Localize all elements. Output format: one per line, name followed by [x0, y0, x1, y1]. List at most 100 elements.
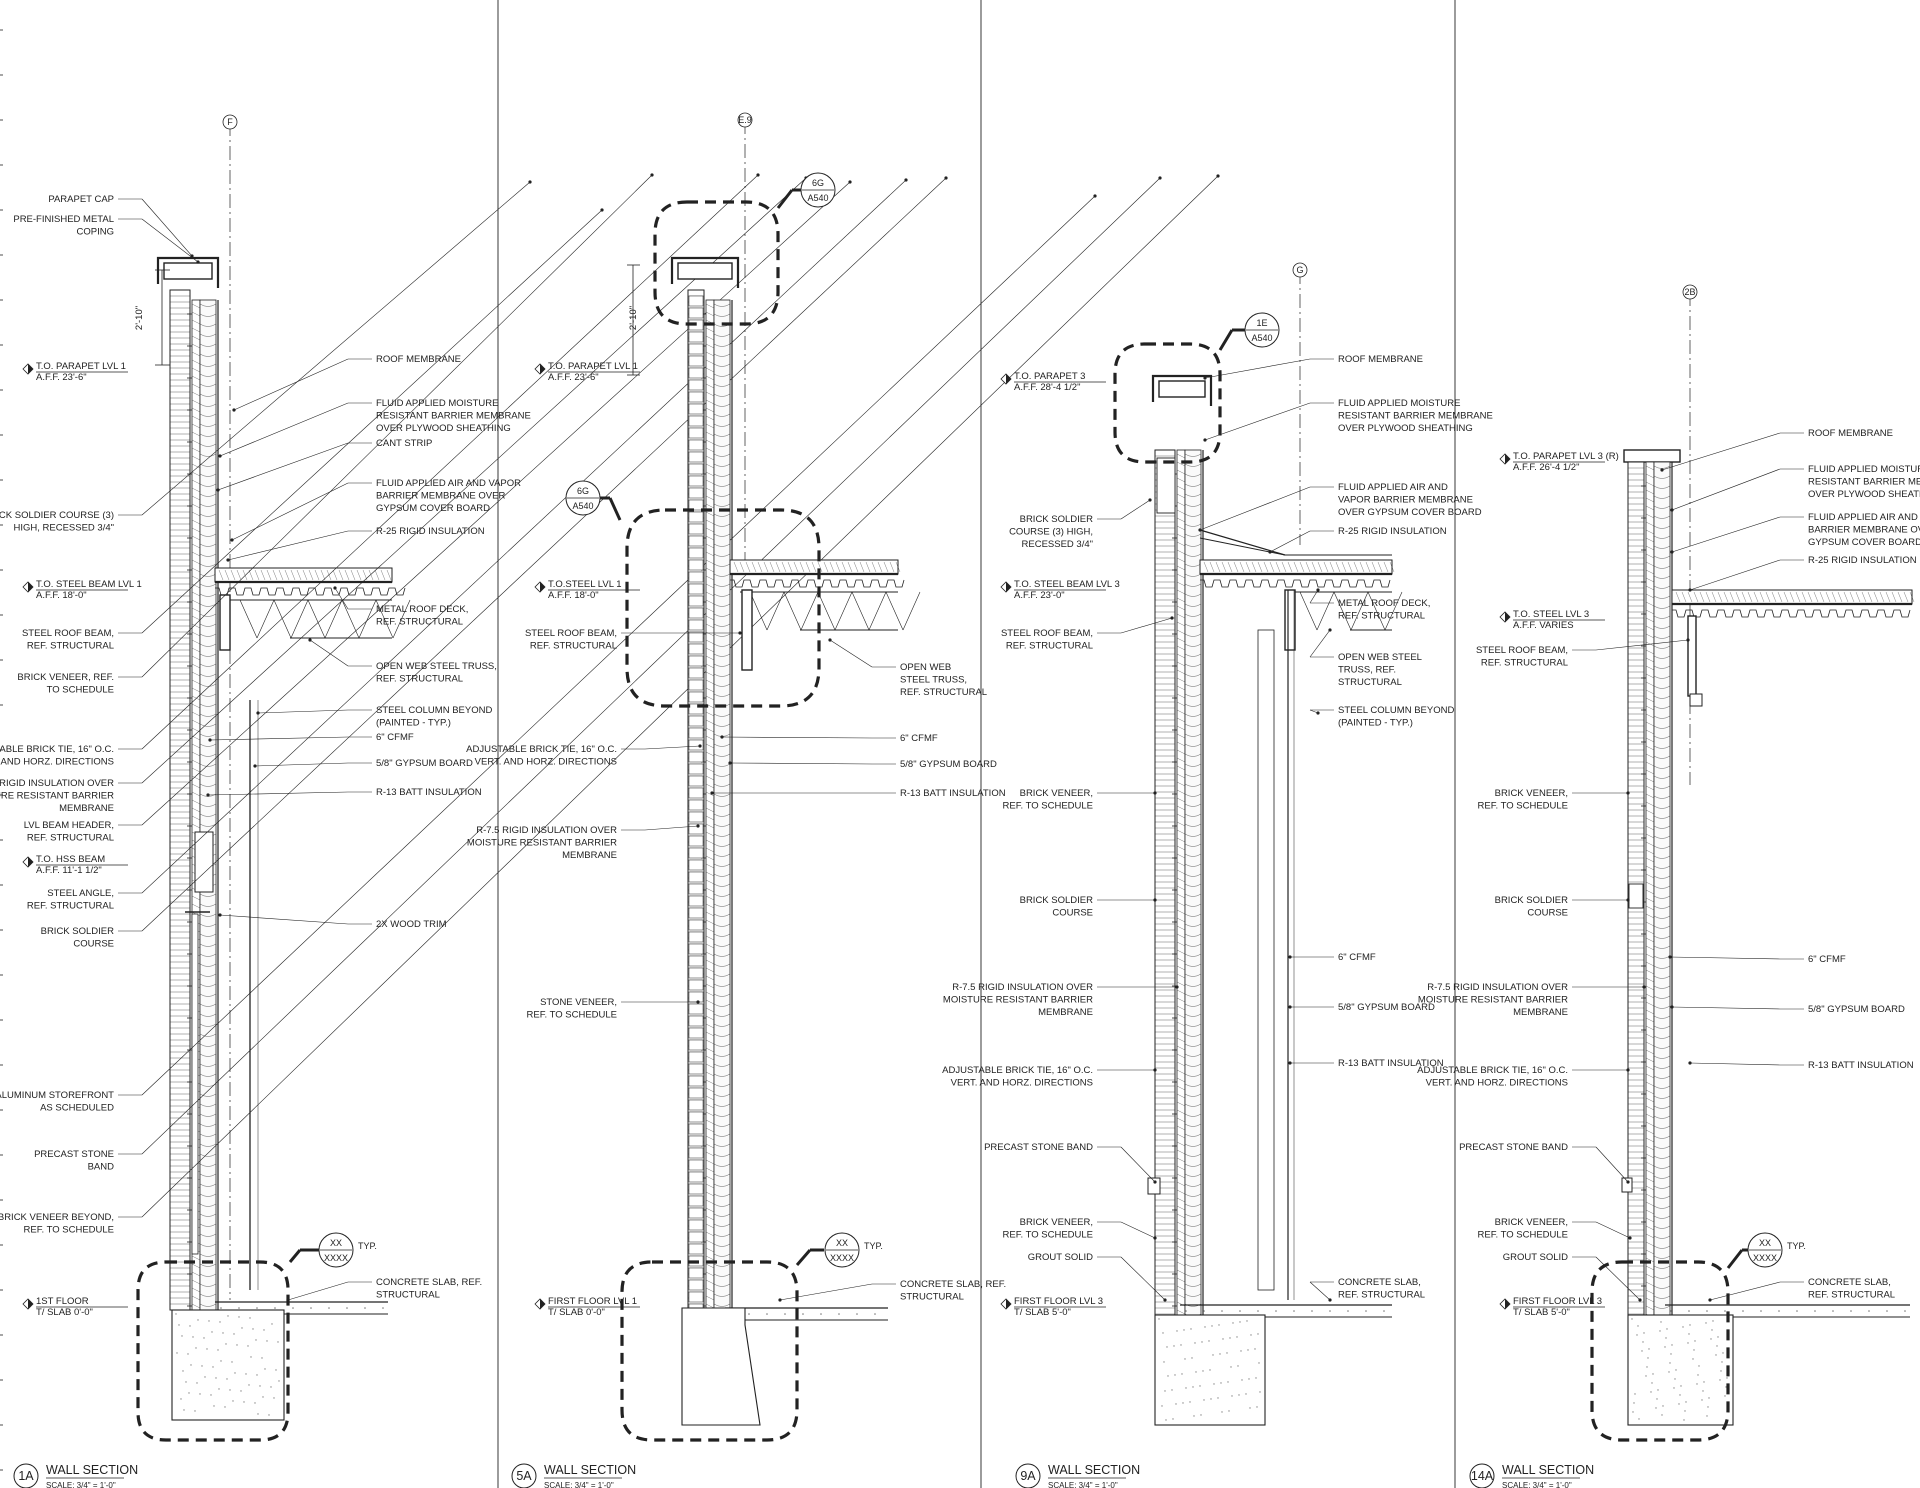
- rigid-insulation: [705, 299, 715, 1336]
- truss-web: [1333, 591, 1352, 631]
- batt-insulation: [713, 1143, 731, 1147]
- batt-insulation: [1184, 1233, 1202, 1237]
- insulation-hatch: [1645, 689, 1655, 695]
- batt-insulation: [1184, 803, 1202, 807]
- batt-insulation: [1653, 1065, 1671, 1069]
- note-text: 2X WOOD TRIM: [376, 919, 447, 930]
- roof-insulation-hatch: [1897, 591, 1903, 603]
- leader-line: [1309, 589, 1319, 604]
- note-text: REF. STRUCTURAL: [530, 641, 617, 652]
- stone-unit: [688, 631, 704, 643]
- note-text: TO SCHEDULE: [47, 685, 114, 696]
- note-text: R-7.5 RIGID INSULATION OVER: [0, 778, 114, 789]
- level-name: FIRST FLOOR LVL 1: [548, 1296, 637, 1307]
- insulation-hatch: [1176, 1093, 1186, 1099]
- batt-insulation: [1653, 1295, 1671, 1299]
- batt-insulation: [1184, 683, 1202, 687]
- concrete-aggregate: [1227, 1381, 1229, 1383]
- slab-aggregate: [1670, 1310, 1672, 1312]
- roof-insulation-hatch: [236, 569, 242, 581]
- insulation-hatch: [705, 1295, 715, 1301]
- concrete-aggregate: [254, 1402, 256, 1404]
- leader-line: [1269, 530, 1311, 553]
- insulation-hatch: [1176, 629, 1186, 635]
- batt-insulation: [713, 1163, 731, 1167]
- insulation-hatch: [1645, 601, 1655, 607]
- insulation-hatch: [705, 871, 715, 877]
- batt-insulation: [1184, 1073, 1202, 1077]
- batt-insulation: [1653, 765, 1671, 769]
- slab-aggregate: [1886, 1310, 1888, 1312]
- insulation-hatch: [191, 1303, 201, 1309]
- batt-insulation: [1184, 1133, 1202, 1137]
- insulation-hatch: [1645, 617, 1655, 623]
- concrete-aggregate: [1703, 1381, 1705, 1383]
- roof-insulation-hatch: [1771, 591, 1777, 603]
- insulation-hatch: [1176, 1269, 1186, 1275]
- concrete-aggregate: [1673, 1387, 1675, 1389]
- steel-roof-beam: [741, 589, 753, 671]
- insulation-hatch: [705, 1007, 715, 1013]
- roof-insulation-hatch: [242, 569, 248, 581]
- batt-insulation: [1653, 1155, 1671, 1159]
- leader-line: [1309, 1281, 1331, 1301]
- batt-insulation: [199, 1153, 217, 1157]
- dimension-text: 2'-10": [134, 306, 145, 330]
- leader-dot: [230, 538, 234, 542]
- stone-unit: [688, 739, 704, 751]
- slab-aggregate: [1814, 1310, 1816, 1312]
- concrete-aggregate: [188, 1392, 190, 1394]
- insulation-hatch: [191, 767, 201, 773]
- insulation-hatch: [705, 591, 715, 597]
- batt-insulation: [713, 583, 731, 587]
- note-text: PRECAST STONE BAND: [1459, 1142, 1568, 1153]
- slab-aggregate: [256, 1307, 258, 1309]
- truss-web: [834, 591, 853, 631]
- note-text: STRUCTURAL: [1338, 677, 1402, 688]
- stone-unit: [688, 679, 704, 691]
- concrete-aggregate: [180, 1398, 182, 1400]
- batt-insulation: [199, 1193, 217, 1197]
- concrete-aggregate: [213, 1405, 215, 1407]
- insulation-hatch: [1645, 881, 1655, 887]
- roof-insulation-hatch: [1753, 591, 1759, 603]
- insulation-hatch: [191, 711, 201, 717]
- batt-insulation: [1184, 893, 1202, 897]
- leader-line: [1120, 499, 1151, 520]
- roof-insulation-hatch: [793, 561, 799, 573]
- batt-insulation: [1653, 1035, 1671, 1039]
- concrete-aggregate: [1190, 1328, 1192, 1330]
- roof-insulation-hatch: [368, 569, 374, 581]
- slab-aggregate: [748, 1313, 750, 1315]
- insulation-hatch: [1645, 521, 1655, 527]
- concrete-aggregate: [1255, 1377, 1257, 1379]
- insulation-hatch: [705, 343, 715, 349]
- slab-aggregate: [766, 1313, 768, 1315]
- concrete-aggregate: [1724, 1395, 1726, 1397]
- leader-line: [141, 209, 603, 634]
- truss-web: [307, 599, 326, 639]
- batt-insulation: [1653, 1175, 1671, 1179]
- insulation-hatch: [1645, 1265, 1655, 1271]
- batt-insulation: [713, 393, 731, 397]
- batt-insulation: [713, 603, 731, 607]
- insulation-hatch: [1176, 557, 1186, 563]
- roof-insulation-hatch: [757, 561, 763, 573]
- insulation-hatch: [705, 991, 715, 997]
- level-name: FIRST FLOOR LVL 3: [1014, 1296, 1103, 1307]
- insulation-hatch: [1176, 909, 1186, 915]
- insulation-hatch: [1176, 781, 1186, 787]
- metal-coping: [670, 256, 740, 288]
- insulation-hatch: [1645, 873, 1655, 879]
- stone-unit: [688, 295, 704, 307]
- level-marker-fill: [1006, 374, 1011, 384]
- leader-line: [1120, 1221, 1156, 1239]
- leader-line: [1120, 617, 1173, 634]
- stone-unit: [688, 463, 704, 475]
- batt-insulation: [199, 943, 217, 947]
- insulation-hatch: [191, 519, 201, 525]
- concrete-aggregate: [1163, 1361, 1165, 1363]
- roof-insulation-hatch: [1867, 591, 1873, 603]
- batt-insulation: [713, 353, 731, 357]
- roof-insulation-hatch: [1323, 561, 1329, 573]
